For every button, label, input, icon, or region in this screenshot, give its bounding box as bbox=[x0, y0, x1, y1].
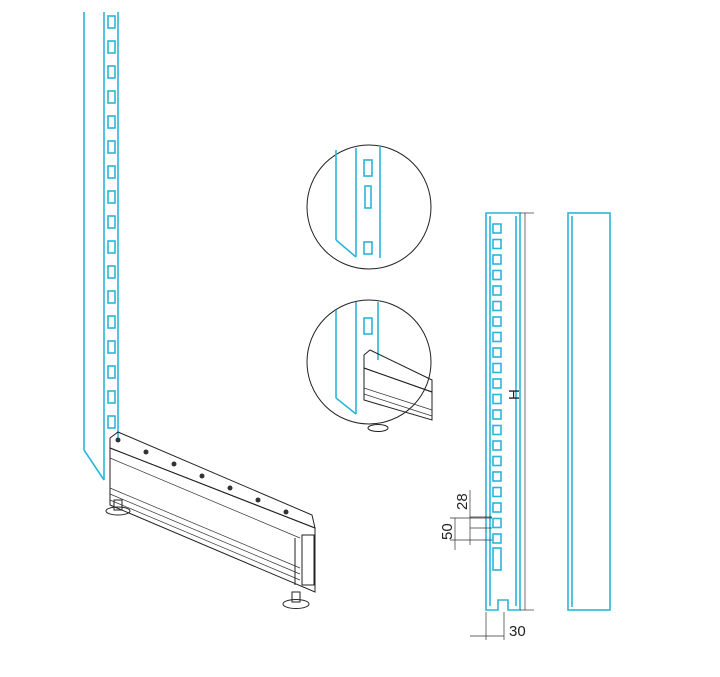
bolt-hole bbox=[143, 449, 149, 455]
slot bbox=[107, 190, 116, 204]
foot-right bbox=[282, 591, 310, 609]
slot bbox=[107, 365, 116, 379]
slot bbox=[107, 290, 116, 304]
slot bbox=[107, 65, 116, 79]
slot bbox=[107, 390, 116, 404]
slot bbox=[492, 269, 502, 281]
slot bbox=[492, 486, 502, 498]
slot bbox=[492, 223, 502, 234]
detail-circle-bottom bbox=[306, 299, 433, 432]
slot bbox=[492, 300, 502, 312]
slot bbox=[492, 316, 502, 327]
slot bbox=[107, 415, 116, 429]
bolt-hole bbox=[283, 509, 289, 515]
slot bbox=[492, 471, 502, 482]
slot bbox=[107, 90, 116, 104]
bolt-hole bbox=[255, 497, 261, 503]
slot bbox=[107, 115, 116, 129]
slot bbox=[492, 409, 502, 420]
dimension-slot-offset-label: 50 bbox=[439, 523, 456, 540]
slot bbox=[107, 265, 116, 279]
base-bracket bbox=[105, 431, 316, 609]
slot bbox=[107, 215, 116, 229]
slot bbox=[107, 40, 116, 54]
slot bbox=[492, 424, 502, 436]
slot bbox=[492, 331, 502, 343]
slot bbox=[492, 362, 502, 374]
slot bbox=[492, 285, 502, 296]
dimension-slot-pitch-label: 28 bbox=[454, 493, 471, 510]
slot bbox=[492, 254, 502, 265]
slot bbox=[492, 393, 502, 405]
upright-perspective bbox=[83, 12, 119, 481]
slot bbox=[492, 455, 502, 467]
slot bbox=[492, 502, 502, 513]
bolt-hole bbox=[115, 437, 121, 443]
bolt-hole bbox=[227, 485, 233, 491]
dimension-width-label: 30 bbox=[509, 623, 526, 640]
slot bbox=[492, 533, 502, 544]
foot-left bbox=[105, 499, 131, 516]
slot bbox=[492, 238, 502, 250]
slot bbox=[492, 440, 502, 451]
slot bbox=[492, 378, 502, 389]
dimension-height-label: H bbox=[506, 389, 523, 400]
slot bbox=[492, 517, 502, 529]
upright-front-view bbox=[485, 212, 521, 611]
slot bbox=[107, 15, 116, 29]
slot bbox=[107, 140, 116, 154]
slot bbox=[107, 315, 116, 329]
upright-side-view bbox=[567, 212, 611, 611]
slot bbox=[107, 340, 116, 354]
detail-circle-top bbox=[306, 144, 432, 270]
bolt-hole bbox=[199, 473, 205, 479]
slot bbox=[107, 165, 116, 179]
slot bbox=[107, 240, 116, 254]
bolt-hole bbox=[171, 461, 177, 467]
slot bbox=[492, 347, 502, 358]
dimensions: H 28 50 30 bbox=[439, 212, 534, 640]
